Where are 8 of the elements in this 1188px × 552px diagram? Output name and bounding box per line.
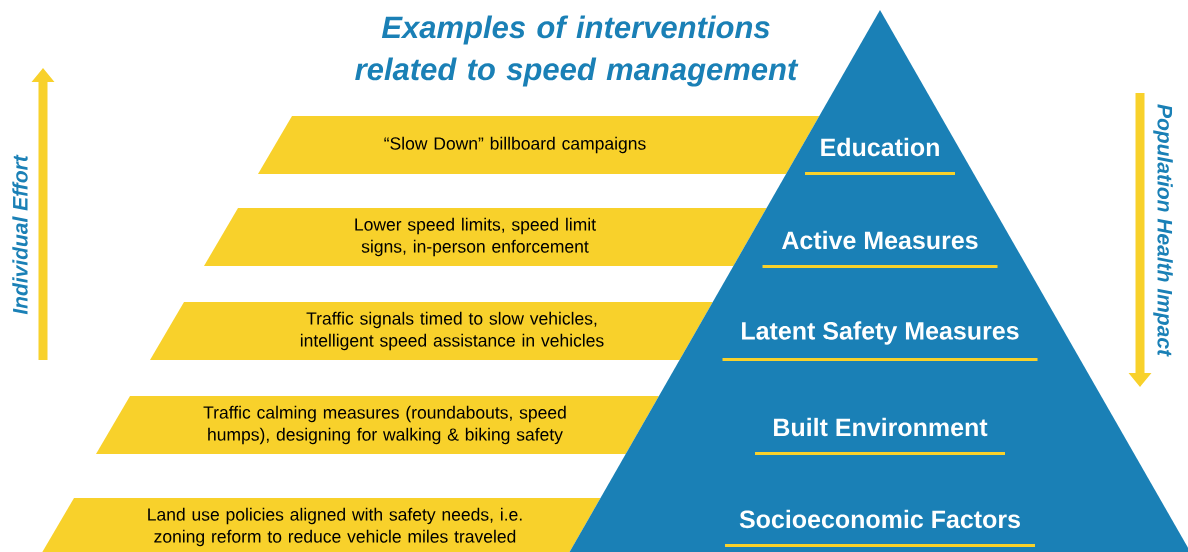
intervention-band: Lower speed limits, speed limit signs, in-person enforcement xyxy=(204,208,767,266)
intervention-band: Traffic signals timed to slow vehicles, intelligent speed assistance in vehicles xyxy=(150,302,713,360)
axis-label: Individual Effort xyxy=(12,154,28,315)
intervention-band: Traffic calming measures (roundabouts, speed humps), designing for walking & biking safety xyxy=(96,396,659,454)
axis-label: Population Health Impact xyxy=(1153,104,1173,357)
intervention-band: “Slow Down” billboard campaigns xyxy=(258,116,820,174)
intervention-band: Land use policies aligned with safety needs, i.e. zoning reform to reduce vehicle miles traveled xyxy=(40,498,601,552)
title: Examples of interventions related to speed management xyxy=(355,15,799,87)
